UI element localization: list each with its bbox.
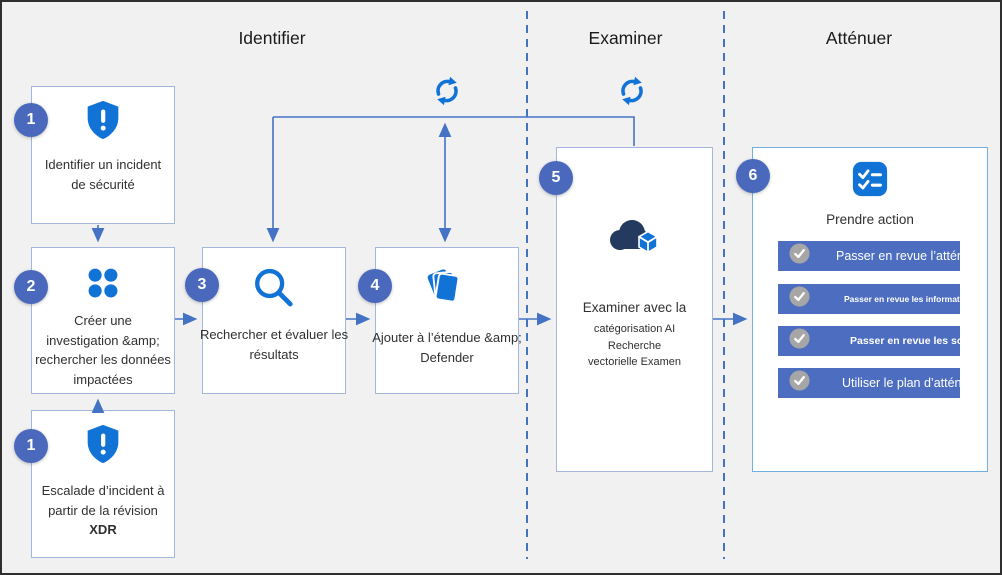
action-bar: Utiliser le plan d’atténuation — [778, 368, 960, 398]
action-bar-label: Passer en revue les informations d’inves… — [844, 294, 960, 304]
action-bar: Passer en revue les informations d’inves… — [778, 284, 960, 314]
column-header-attenuer: Atténuer — [825, 28, 893, 48]
node-add-scope: 4 Ajouter à l’étendue &amp; Defender — [358, 247, 522, 394]
action-bar-label: Passer en revue les scores de risque — [850, 335, 960, 347]
node-create-investigation: 2 Créer une investigation &amp; recherch… — [14, 247, 175, 394]
step-badge: 1 — [14, 429, 48, 463]
column-header-identifier: Identifier — [238, 28, 306, 48]
action-bar-label: Utiliser le plan d’atténuation — [842, 376, 960, 390]
step-badge: 1 — [14, 103, 48, 137]
column-header-examiner: Examiner — [588, 28, 663, 48]
node-escalate-incident: 1 Escalade d’incident à partir de la rév… — [14, 410, 175, 558]
step-badge: 2 — [14, 270, 48, 304]
node-label: Rechercher et évaluer les résultats — [199, 327, 349, 362]
layers-icon — [422, 266, 472, 316]
cloud-cube-icon — [603, 212, 667, 260]
check-circle-icon — [789, 243, 810, 269]
node-label: Escalade d’incident à partir de la révis… — [41, 483, 165, 537]
check-circle-icon — [789, 370, 810, 396]
sync-icon — [429, 73, 465, 109]
magnifier-icon — [248, 264, 300, 316]
action-bar: Passer en revue l’atténuation — [778, 241, 960, 271]
node-label: Identifier un incident de sécurité — [44, 157, 162, 192]
node-search-evaluate: 3 Rechercher et évaluer les résultats — [185, 247, 349, 394]
node-take-action: 6 Prendre action Passer en revue l’attén… — [736, 147, 988, 472]
shield-alert-icon — [80, 421, 126, 467]
action-bar: Passer en revue les scores de risque — [778, 326, 960, 356]
node-title: Examiner avec la — [582, 300, 687, 315]
step-badge: 5 — [539, 161, 573, 195]
node-title: Prendre action — [826, 212, 914, 227]
step-badge: 6 — [736, 159, 770, 193]
node-examine: 5 Examiner avec la catégorisation AI Rec… — [539, 147, 713, 472]
sync-icon — [614, 73, 650, 109]
step-badge: 3 — [185, 268, 219, 302]
node-identify-incident: 1 Identifier un incident de sécurité — [14, 86, 175, 224]
check-circle-icon — [789, 286, 810, 312]
action-bar-label: Passer en revue l’atténuation — [836, 249, 960, 263]
node-subtitle: catégorisation AI Recherche vectorielle … — [588, 323, 681, 368]
checklist-icon — [851, 160, 889, 198]
node-label: Créer une investigation &amp; rechercher… — [35, 313, 171, 387]
dots-grid-icon — [82, 262, 124, 304]
node-label: Ajouter à l’étendue &amp; Defender — [372, 330, 522, 365]
check-circle-icon — [789, 328, 810, 354]
step-badge: 4 — [358, 269, 392, 303]
shield-alert-icon — [80, 97, 126, 143]
